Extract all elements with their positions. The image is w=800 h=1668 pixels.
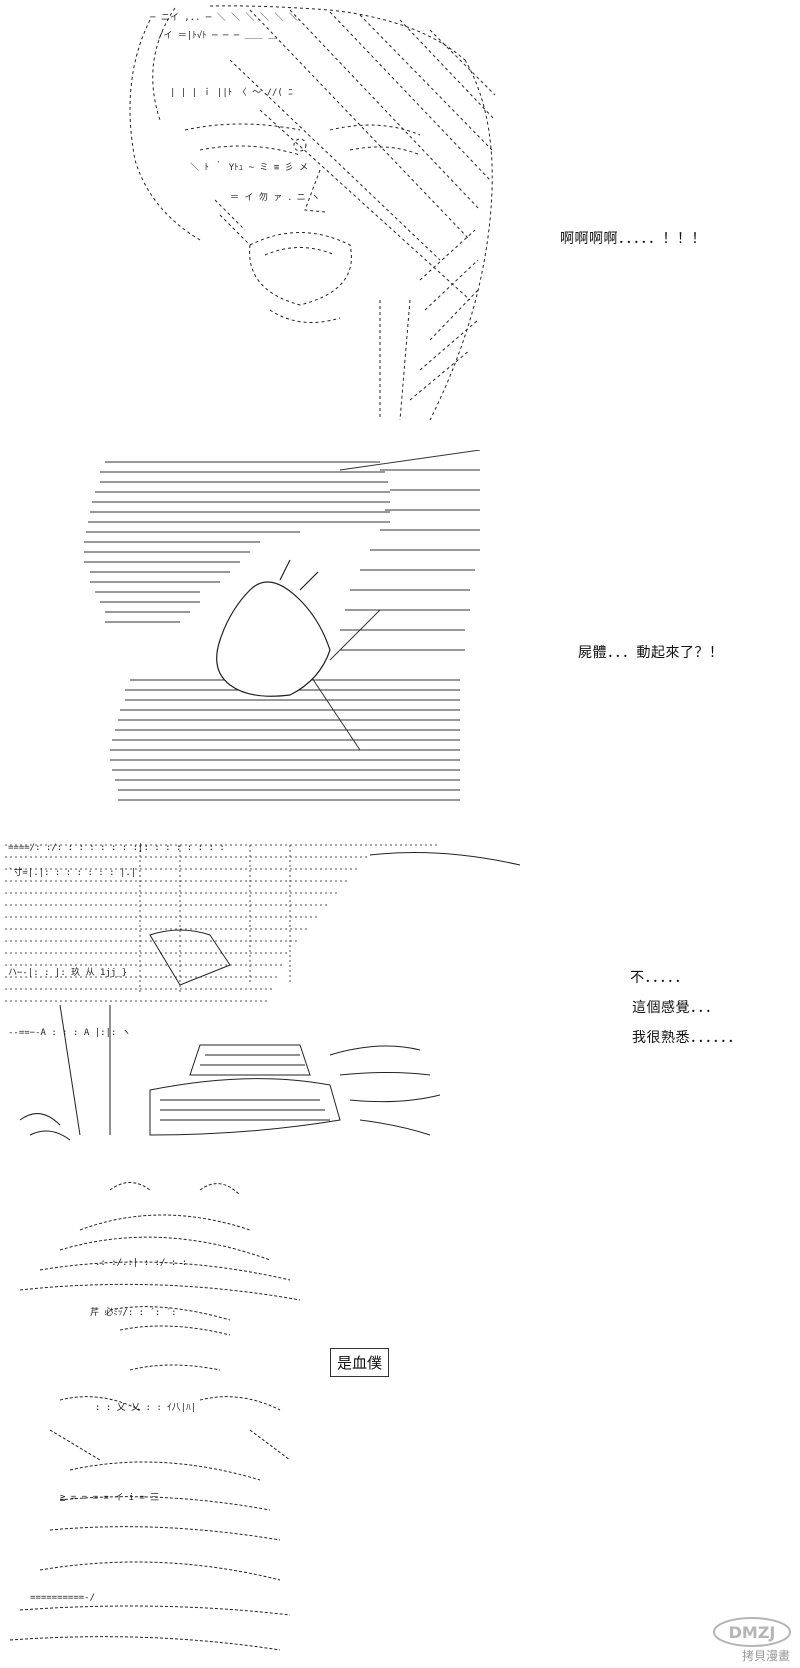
watermark-subtitle: 拷貝漫畫 [741, 1649, 790, 1663]
svg-text:≧ = = = = イ i = 三: ≧ = = = = イ i = 三 [60, 1493, 159, 1503]
panel-1-artwork: ─ ニイ ,.. ─ ＼ ＼ ＼ ＼ ＼ ＼ /イ ＝|ﾄ√ﾄ ─ ─ ─ ＿＿… [129, 5, 496, 421]
speech-text: 啊啊啊啊．．．．．！！！ [560, 231, 706, 247]
panel-4: .: :/.:| : :/ : : 芹 必ﾐｯ/: : ´: ´: : : 乂 … [0, 1170, 800, 1668]
svg-text:: : 乂 乂 : : ｲ八|ﾊ|: : : 乂 乂 : : ｲ八|ﾊ| [95, 1403, 196, 1413]
speech-text: 不．．．．． [630, 970, 689, 986]
svg-text:`寸=|.|: : : : : : : |.|: `寸=|.|: : : : : : : |.| [8, 866, 136, 878]
panel-3: ====/: :/: : : : : : : :|: : : : : : : :… [0, 835, 800, 1160]
svg-text:====/: :/: : : : : : : :|: : :: ====/: :/: : : : : : : :|: : : : : : : : [8, 843, 225, 853]
panel-3-artwork: ====/: :/: : : : : : : :|: : : : : : : :… [5, 843, 521, 1141]
speech-text: 屍體．．．動起來了？！ [578, 645, 724, 661]
speech-text: 這個感覺．．． [632, 1000, 720, 1016]
svg-text:芹 必ﾐｯ/: : ´: ´:: 芹 必ﾐｯ/: : ´: ´: [90, 1306, 177, 1318]
speech-text: 我很熟悉．．．．．． [632, 1030, 742, 1046]
svg-text:==========-/: ==========-/ [30, 1593, 95, 1603]
svg-text:ハ−-|: : |: 玖 从 1jj_}: ハ−-|: : |: 玖 从 1jj_} [8, 966, 127, 978]
svg-text:＝ イ 勿 ァ ．ニ ヽ: ＝ イ 勿 ァ ．ニ ヽ [230, 191, 320, 203]
watermark-logo-text: DMZJ [729, 1623, 776, 1642]
speech-box: 是血僕 [330, 1348, 390, 1377]
svg-text:/イ ＝|ﾄ√ﾄ ─ ─ ─ ＿＿ ＿: /イ ＝|ﾄ√ﾄ ─ ─ ─ ＿＿ ＿ [158, 30, 277, 41]
svg-text:--==−-A : : : A |:|: ヽ: --==−-A : : : A |:|: ヽ [8, 1028, 131, 1038]
svg-text:| | | ｉ ||ﾄ 〈 ～ //( ﾆ: | | | ｉ ||ﾄ 〈 ～ //( ﾆ [170, 87, 293, 98]
panel-2-artwork [84, 450, 481, 801]
panel-1: ─ ニイ ,.. ─ ＼ ＼ ＼ ＼ ＼ ＼ /イ ＝|ﾄ√ﾄ ─ ─ ─ ＿＿… [0, 0, 800, 440]
dmzj-watermark-logo: DMZJ [713, 1617, 791, 1647]
svg-text:.: :/.:| : :/ : :: .: :/.:| : :/ : : [95, 1258, 187, 1268]
svg-text:＼ ﾄ ｀ Yﾄｭ ~ ミ ≡ 彡 メ: ＼ ﾄ ｀ Yﾄｭ ~ ミ ≡ 彡 メ [190, 160, 308, 173]
panel-2: 屍體．．．動起來了？！ [0, 450, 800, 820]
panel-4-artwork: .: :/.:| : :/ : : 芹 必ﾐｯ/: : ´: ´: : : 乂 … [9, 1182, 301, 1651]
svg-text:─ ニイ ,.. ─ ＼ ＼ ＼ ＼ ＼ ＼: ─ ニイ ,.. ─ ＼ ＼ ＼ ＼ ＼ ＼ [149, 12, 298, 23]
